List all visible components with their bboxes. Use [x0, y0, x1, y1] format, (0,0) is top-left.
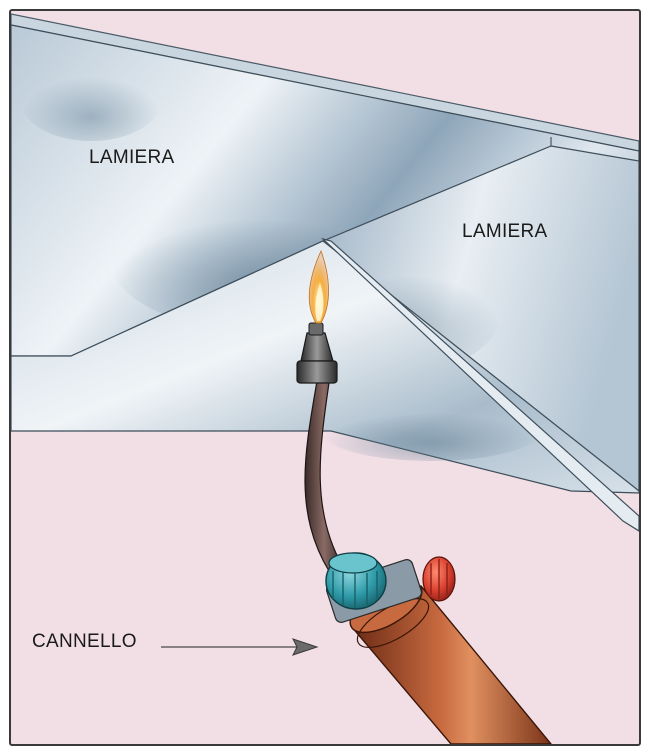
sheet-label-left: LAMIERA [89, 147, 175, 168]
illustration-frame: LAMIERA LAMIERA CANNELLO [9, 9, 641, 746]
pointer-arrow [161, 638, 319, 656]
sheet-top-edge [11, 13, 639, 152]
welding-illustration [11, 13, 639, 744]
torch-label: CANNELLO [32, 631, 137, 652]
sheet-seam-edge [320, 237, 639, 532]
valve-knob [325, 552, 387, 610]
sheet-label-right: LAMIERA [462, 221, 548, 242]
